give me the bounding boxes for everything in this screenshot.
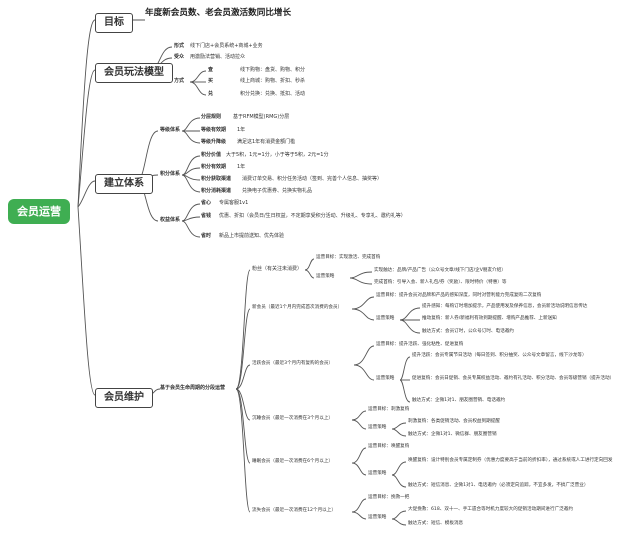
stage-fans-reach: 实现触达：品牌/产品广告（公众号文章/线下门店/企V朋友介绍） xyxy=(374,268,506,273)
node-build-system[interactable]: 建立体系 xyxy=(95,174,153,194)
points-spend-text: 兑换电子优惠券、兑换实物礼品 xyxy=(242,188,313,194)
stage-lost-promo: 大促挽救：618、双十一、手工遗合等时机力度较大的促销活动期间进行广泛邀约 xyxy=(408,507,573,512)
points-earn-text: 消费订单交易、积分任务活动（签到、完善个人信息、抽奖等） xyxy=(242,176,383,182)
level-updown-label: 等级升降级 xyxy=(201,139,227,145)
stage-fans-strategy: 运营策略 xyxy=(316,274,335,279)
level-rule-text: 基于RFM模型(RMG)分层 xyxy=(233,114,290,120)
method-buy-label: 买 xyxy=(208,78,214,84)
stage-new-strategy: 运营策略 xyxy=(376,316,395,321)
stage-fans-label[interactable]: 粉丝（有关注未消费） xyxy=(252,266,303,272)
stage-dormant-wake: 唤醒复购：设计特别会员专属定制券（优惠力度要高于当前的折扣率），通过系统或人工进… xyxy=(408,458,613,463)
node-gameplay-model[interactable]: 会员玩法模型 xyxy=(95,63,173,83)
stage-sleeping-goal: 运营目标：刺激复购 xyxy=(368,407,410,412)
root-node[interactable]: 会员运营 xyxy=(8,199,70,224)
rights-system-label: 权益体系 xyxy=(160,217,181,223)
level-updown-text: 满足这1年有消费金额门槛 xyxy=(237,139,296,145)
stage-dormant-goal: 运营目标：唤醒复购 xyxy=(368,444,410,449)
rights-care-text: 专属客服1v1 xyxy=(219,200,249,206)
stage-dormant-label[interactable]: 睡眠会员（最近一次消费在6个月以上） xyxy=(252,459,334,464)
stage-dormant-strategy: 运营策略 xyxy=(368,471,387,476)
stage-new-reach: 触达方式：会员订时，公众号订时、电话邀约 xyxy=(422,329,514,334)
method-buy-text: 线上商城：购物、折扣、秒杀 xyxy=(240,78,306,84)
stage-lost-goal: 运营目标：挽救一把 xyxy=(368,495,410,500)
maintain-subtitle: 基于会员生命周期的分段运营 xyxy=(160,385,226,391)
level-system-label: 等级体系 xyxy=(160,127,181,133)
points-value-label: 积分价值 xyxy=(201,152,222,158)
stage-new-repurchase: 推动复购：新人券/新福利有效到期提醒、增购产品推荐、上新送知 xyxy=(422,316,557,321)
stage-lost-strategy: 运营策略 xyxy=(368,515,387,520)
method-redeem-text: 积分兑换：兑换、抵扣、活动 xyxy=(240,91,306,97)
gameplay-audience-text: 用激励法营销、活动拉众 xyxy=(190,54,246,60)
gameplay-method-label: 方式 xyxy=(174,78,185,84)
stage-fans-goal: 运营目标：实现激活、完成首购 xyxy=(316,255,381,260)
stage-lost-reach: 触达方式：短信、模板消息 xyxy=(408,521,464,526)
method-redeem-label: 兑 xyxy=(208,91,214,97)
rights-save-label: 省钱 xyxy=(201,213,212,219)
gameplay-audience-label: 受众 xyxy=(174,54,185,60)
points-spend-label: 积分消耗渠道 xyxy=(201,188,232,194)
stage-active-label[interactable]: 活跃会员（最近3个月内有复购的会员） xyxy=(252,361,334,366)
stage-new-goal: 运营目标：提升会员对品牌和产品的感知深度，同时对营利能力完成复购二次复购 xyxy=(376,293,542,298)
points-system-label: 积分体系 xyxy=(160,171,181,177)
points-validity-text: 1年 xyxy=(237,164,246,170)
stage-active-boost: 提升活跃：会员专属节日活动（每日签到、积分抽奖、公众号文章留言，线下沙龙等） xyxy=(412,353,587,358)
gameplay-form-label: 形式 xyxy=(174,43,185,49)
level-validity-label: 等级有效期 xyxy=(201,127,227,133)
stage-sleeping-stimulate: 刺激复购：各类促销活动、会员权益到期提醒 xyxy=(408,419,500,424)
rights-time-text: 新品上市提前送知、优先体验 xyxy=(219,233,285,239)
stage-active-strategy: 运营策略 xyxy=(376,376,395,381)
stage-new-label[interactable]: 新会员（最近1个月内完成首次消费的会员） xyxy=(252,305,343,310)
rights-care-label: 省心 xyxy=(201,200,212,206)
rights-save-text: 优惠、折扣（会员日/生日权益，不定期享受积分活动、升级礼、专享礼、邀约礼等） xyxy=(219,213,406,219)
gameplay-form-text: 线下门店+会员系统+商城+业务 xyxy=(190,43,263,49)
rights-time-label: 省时 xyxy=(201,233,212,239)
points-validity-label: 积分有效期 xyxy=(201,164,227,170)
method-check-label: 查 xyxy=(208,67,214,73)
stage-fans-first: 完成首购：引导入会、新人礼包/券（奖励）、限时特价（特惠）等 xyxy=(374,280,507,285)
goal-text: 年度新会员数、老会员激活数同比增长 xyxy=(145,8,292,18)
node-goal[interactable]: 目标 xyxy=(95,13,133,33)
points-value-text: 大于5积，1元=1分，小于等于5积，2元=1分 xyxy=(226,152,329,158)
level-rule-label: 分层规则 xyxy=(201,114,222,120)
stage-active-reach: 触达方式：企微1对1、朋友圈营销、电话邀约 xyxy=(412,398,506,403)
stage-sleeping-label[interactable]: 沉睡会员（最近一次消费在3个月以上） xyxy=(252,416,334,421)
stage-active-goal: 运营目标：提升活跃、强化粘性、促进复购 xyxy=(376,342,464,347)
stage-active-repurchase: 促进复购：会员日促销、会员专属权益活动、邀约有礼活动、积分活动、会员等级营销（提… xyxy=(412,376,615,381)
stage-sleeping-reach: 触达方式：企微1对1、微信群、朋友圈营销 xyxy=(408,432,497,437)
stage-dormant-reach: 触达方式：短信消息、企微1对1、电话邀约（必须定向追踪，不宜多发，不搞广泛营业） xyxy=(408,483,589,488)
node-member-maintain[interactable]: 会员维护 xyxy=(95,388,153,408)
stage-lost-label[interactable]: 流失会员（最近一次消费在12个月以上） xyxy=(252,508,336,513)
method-check-text: 线下购物：盘货、购物、积分 xyxy=(240,67,306,73)
points-earn-label: 积分获取渠道 xyxy=(201,176,232,182)
level-validity-text: 1年 xyxy=(237,127,246,133)
stage-new-aware: 提升感知：每购订时增加提示，产品使用发及保养信息，会员新活动说明信息传达 xyxy=(422,304,588,309)
stage-sleeping-strategy: 运营策略 xyxy=(368,425,387,430)
